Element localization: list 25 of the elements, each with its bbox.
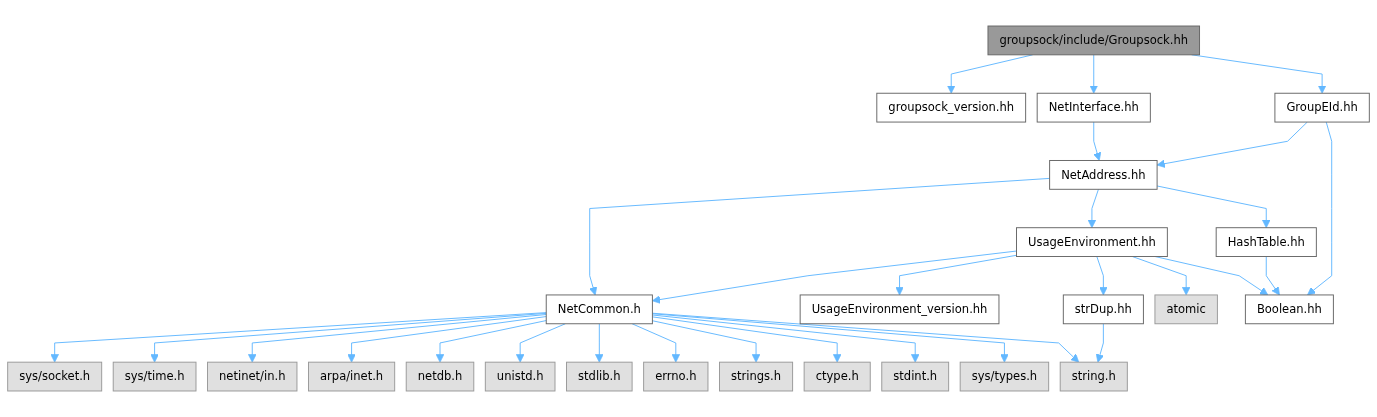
node-box: stdlib.h (566, 361, 633, 392)
node-box: UsageEnvironment_version.hh (799, 294, 1000, 325)
node-box: GroupEId.hh (1274, 92, 1370, 123)
node-box: netinet/in.h (207, 361, 298, 392)
node-box: NetAddress.hh (1049, 160, 1158, 190)
node-box: unistd.h (484, 361, 556, 392)
node-box: strings.h (719, 361, 794, 392)
node-box: strDup.hh (1062, 294, 1144, 325)
node-box: NetInterface.hh (1036, 92, 1151, 123)
node-box: groupsock_version.hh (876, 92, 1027, 123)
node-box: atomic (1154, 294, 1218, 325)
node-box: ctype.h (803, 361, 871, 392)
node-box: HashTable.hh (1215, 227, 1317, 257)
node-box: errno.h (643, 361, 709, 392)
node-box: Boolean.hh (1244, 294, 1334, 325)
node-box: UsageEnvironment.hh (1016, 227, 1168, 257)
node-box: NetCommon.h (545, 294, 653, 325)
node-box: sys/socket.h (7, 361, 103, 392)
node-box: sys/types.h (959, 361, 1050, 392)
node-box: stdint.h (881, 361, 950, 392)
node-box: sys/time.h (112, 361, 197, 392)
node-box: arpa/inet.h (308, 361, 396, 392)
node-box: groupsock/include/Groupsock.hh (987, 25, 1200, 56)
node-box: string.h (1059, 361, 1128, 392)
node-box: netdb.h (405, 361, 475, 392)
